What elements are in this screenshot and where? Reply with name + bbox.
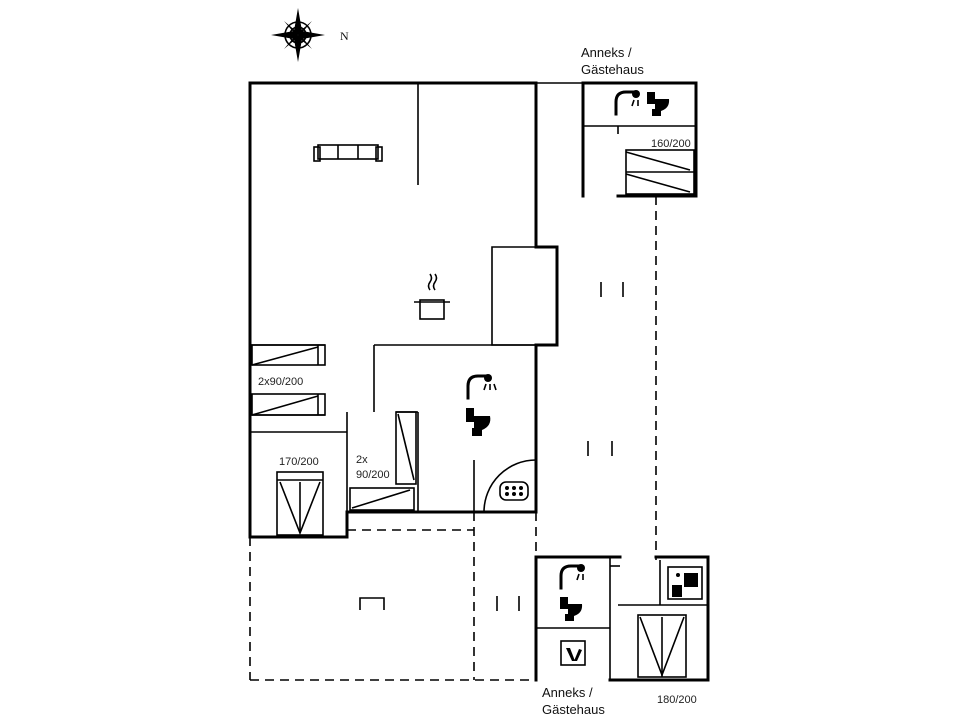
annex-bottom-label-1: Anneks / xyxy=(542,685,593,700)
bed-label-bunk-left: 2x90/200 xyxy=(258,376,303,388)
main-house-walls xyxy=(248,81,559,539)
annex-bottom-shower-icon xyxy=(559,564,585,590)
bed-label-bunk-mid-1: 2x xyxy=(356,454,368,466)
interior-walls xyxy=(250,83,557,513)
sauna-icon xyxy=(560,640,586,666)
bunk-bed-middle xyxy=(349,411,417,511)
washing-machine-icon xyxy=(667,566,703,600)
double-bed-left xyxy=(276,471,324,536)
annex-top-label-2: Gästehaus xyxy=(581,62,644,77)
annex-top-bed xyxy=(625,149,695,195)
whirlpool-icon xyxy=(499,481,529,501)
bed-label-bunk-mid-2: 90/200 xyxy=(356,469,390,481)
annex-top-walls xyxy=(536,81,698,198)
sofa-icon xyxy=(313,144,383,162)
door-marks xyxy=(359,282,624,611)
annex-bottom-toilet-icon xyxy=(560,597,583,621)
terrace-outline xyxy=(249,196,657,681)
annex-top-toilet-icon xyxy=(647,92,670,116)
bed-label-double-left: 170/200 xyxy=(279,456,319,468)
toilet-icon xyxy=(466,408,491,436)
annex-bottom-bed xyxy=(637,614,687,678)
bunk-bed-left xyxy=(251,344,326,416)
annex-bottom-walls xyxy=(534,555,710,682)
bed-label-annex-top: 160/200 xyxy=(651,138,691,150)
bed-label-annex-bottom: 180/200 xyxy=(657,694,697,706)
annex-top-label-1: Anneks / xyxy=(581,45,632,60)
shower-icon xyxy=(466,374,497,400)
cooking-pot-icon xyxy=(414,273,450,320)
compass-north-label: N xyxy=(340,29,349,43)
annex-bottom-label-2: Gästehaus xyxy=(542,702,605,717)
compass-rose-icon xyxy=(271,8,325,62)
annex-top-shower-icon xyxy=(614,90,640,116)
